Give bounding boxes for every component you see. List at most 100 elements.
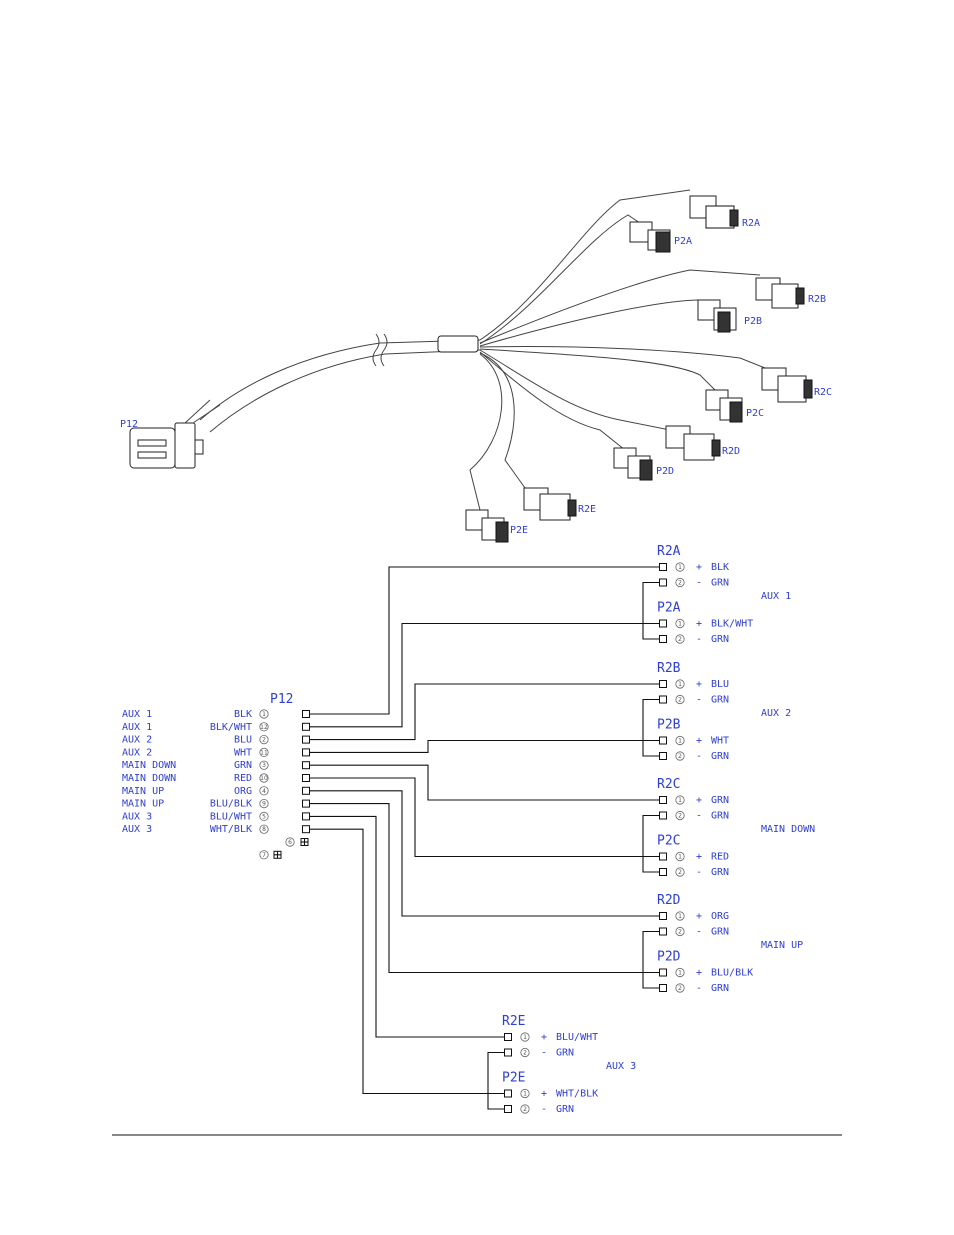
connector-pin-circle xyxy=(520,1104,530,1114)
pin-polarity: + xyxy=(696,562,702,573)
wire-run xyxy=(310,828,504,1095)
p12-wire-color-label: BLU/BLK xyxy=(210,799,252,810)
p12-pin-number: 12 xyxy=(260,724,268,731)
p12-wire-color-label: WHT xyxy=(234,747,252,758)
pin-wire-color: GRN xyxy=(711,578,729,589)
connector-terminal-box xyxy=(659,635,667,643)
pin-polarity: + xyxy=(696,736,702,747)
connector-terminal-box xyxy=(659,868,667,876)
p12-function-label: AUX 3 xyxy=(122,811,152,822)
connector-name: R2C xyxy=(657,777,680,792)
pin-wire-color: GRN xyxy=(556,1104,574,1115)
connector-pin-circle xyxy=(675,810,685,821)
p12-wire-color-label: BLU xyxy=(234,735,252,746)
pin-wire-color: GRN xyxy=(711,695,729,706)
p12-pin-number: 3 xyxy=(262,762,266,769)
pin-polarity: + xyxy=(696,795,702,806)
pin-wire-color: GRN xyxy=(711,867,729,878)
p12-pin-circle xyxy=(259,850,269,860)
p12-pin-circle xyxy=(259,811,269,822)
illus-label-p2c: P2C xyxy=(746,408,764,419)
connector-pin-number: 1 xyxy=(678,797,682,804)
p12-terminal-box xyxy=(302,812,310,821)
p12-wire-color-label: BLK xyxy=(234,709,252,720)
p12-pin-number: 10 xyxy=(260,775,268,782)
p12-wire-color-label: BLK/WHT xyxy=(210,722,252,733)
connector-pin-number: 1 xyxy=(678,738,682,745)
p12-row: 6 xyxy=(285,837,309,847)
p12-function-label: AUX 1 xyxy=(122,709,152,720)
illus-label-r2e: R2E xyxy=(578,504,596,515)
connector-terminal-box xyxy=(659,752,667,760)
p12-function-label: MAIN DOWN xyxy=(122,760,176,771)
pin-polarity: - xyxy=(696,578,702,589)
connector-terminal-box xyxy=(659,968,667,977)
wire-run xyxy=(310,764,659,801)
connector-pin-circle xyxy=(675,983,685,993)
pin-polarity: - xyxy=(696,983,702,994)
r2b-connector-illustration xyxy=(755,277,805,309)
pin-polarity: - xyxy=(696,695,702,706)
pin-polarity: + xyxy=(696,911,702,922)
connector-terminal-box xyxy=(659,695,667,704)
connector-terminal-box xyxy=(659,811,667,820)
connector-terminal-box xyxy=(504,1105,512,1113)
p12-function-label: MAIN UP xyxy=(122,799,164,810)
wire-run xyxy=(310,683,659,741)
r2e-connector-illustration xyxy=(523,487,577,521)
p12-terminal-box xyxy=(302,799,310,808)
connector-name: P2D xyxy=(657,950,681,965)
illus-label-p12: P12 xyxy=(120,419,138,430)
connector-pin-number: 2 xyxy=(678,753,682,760)
connector-name: R2D xyxy=(657,893,681,908)
p12-function-label: MAIN DOWN xyxy=(122,773,176,784)
connector-name: R2A xyxy=(657,544,681,559)
p12-terminal-box xyxy=(302,748,310,757)
connector-pin-number: 2 xyxy=(678,580,682,587)
wire-run xyxy=(310,803,659,974)
connector-pin-circle xyxy=(675,618,685,629)
pin-wire-color: BLU/BLK xyxy=(711,968,753,979)
connector-terminal-box xyxy=(504,1089,512,1098)
p12-row: MAIN UP BLU/BLK 9 xyxy=(122,799,310,810)
p12-function-label: AUX 1 xyxy=(122,722,152,733)
p12-pin-circle xyxy=(259,773,269,783)
p12-function-label: MAIN UP xyxy=(122,786,164,797)
connector-terminal-box xyxy=(659,578,667,587)
connector-pin-circle xyxy=(520,1032,530,1042)
p12-row: 7 xyxy=(259,850,282,860)
pin-wire-color: GRN xyxy=(711,983,729,994)
p12-pin-circle xyxy=(259,734,269,745)
r2c-connector-illustration xyxy=(761,367,813,403)
pin-polarity: + xyxy=(696,679,702,690)
pin-polarity: - xyxy=(541,1104,547,1115)
p12-pin-number: 9 xyxy=(262,801,266,808)
connector-pin-circle xyxy=(520,1088,530,1099)
group-function-label: AUX 1 xyxy=(761,591,791,602)
pin-wire-color: WHT/BLK xyxy=(556,1089,598,1100)
p12-pin-circle xyxy=(259,722,269,732)
p12-row: AUX 1 BLK/WHT 12 xyxy=(122,722,310,733)
p12-function-label: AUX 2 xyxy=(122,747,152,758)
pin-wire-color: BLK xyxy=(711,562,729,573)
connector-pin-number: 1 xyxy=(678,621,682,628)
r2d-connector-illustration xyxy=(665,425,721,461)
pin-wire-color: BLU/WHT xyxy=(556,1032,598,1043)
pin-wire-color: BLU xyxy=(711,679,729,690)
